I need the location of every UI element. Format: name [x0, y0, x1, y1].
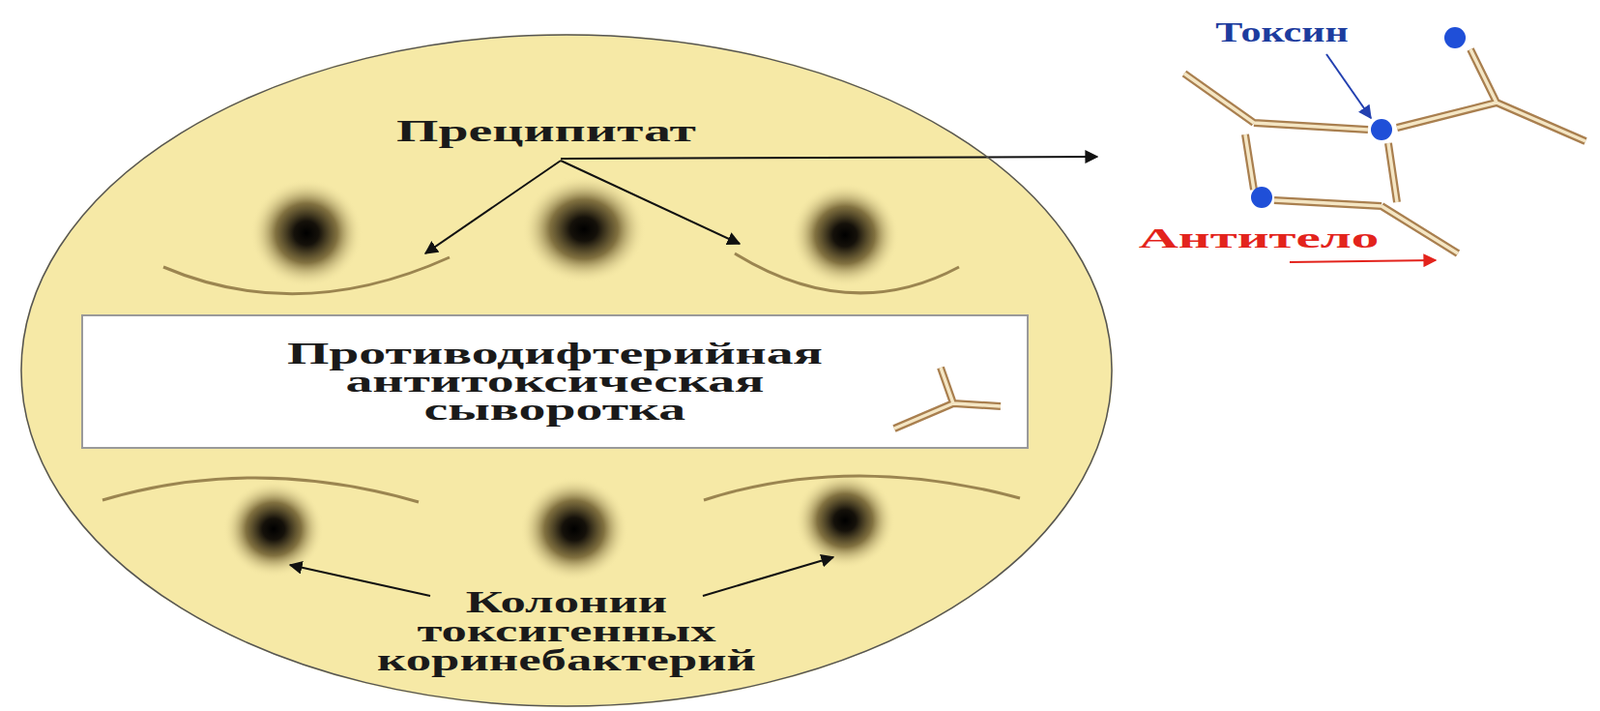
toxin-arrow — [1326, 54, 1371, 118]
antibody-arrow — [1289, 260, 1436, 262]
text-anchor: Токсин — [1234, 15, 1330, 49]
antibody-icon — [894, 367, 1001, 429]
serum-strip-fill — [81, 314, 1029, 449]
toxin-dot — [1444, 27, 1466, 49]
precipitate-label: Преципитат — [396, 116, 697, 147]
toxin-label: Токсин — [1215, 15, 1348, 49]
petri-dish: ПреципитатКолонии токсигенных коринебакт… — [20, 33, 1113, 707]
precipitate-line — [102, 477, 419, 502]
leader-arrow — [702, 556, 834, 596]
leader-arrow — [560, 156, 1098, 159]
serum-label: Противодифтерийная антитоксическая сывор… — [287, 339, 823, 424]
precipitate-line — [734, 253, 960, 293]
text-anchor: Антитело — [1195, 221, 1323, 255]
antibody-label: Антитело — [1138, 221, 1380, 255]
precipitate-lines — [102, 253, 1020, 502]
colony — [794, 471, 896, 569]
colony — [250, 178, 363, 288]
text-anchor: Преципитат — [463, 116, 630, 147]
colony — [790, 182, 900, 288]
text-anchor: Колонии токсигенных коринебактерий — [455, 587, 678, 675]
leader-arrow — [560, 160, 740, 244]
petri-dish-fill — [20, 33, 1113, 707]
precipitate-line — [163, 257, 450, 294]
toxin-dot — [1370, 118, 1393, 141]
leader-arrow — [425, 160, 561, 254]
colony — [223, 480, 324, 578]
colonies — [223, 174, 900, 582]
toxin-dot — [1250, 186, 1273, 208]
dish-rim — [21, 34, 1112, 706]
colonies-label: Колонии токсигенных коринебактерий — [377, 587, 757, 675]
serum-strip: Противодифтерийная антитоксическая сывор… — [81, 314, 1029, 449]
leader-arrow — [290, 564, 431, 596]
colony — [520, 476, 629, 582]
precipitate-line — [703, 475, 1020, 500]
toxin-dots — [1250, 27, 1466, 208]
